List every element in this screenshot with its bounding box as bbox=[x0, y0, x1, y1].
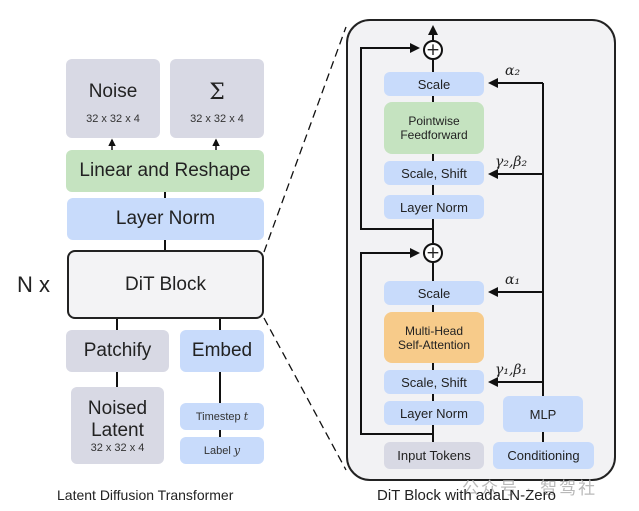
noised-latent-line2: Latent bbox=[91, 419, 144, 441]
repeat-n-label: N x bbox=[17, 272, 50, 297]
attention-line1: Multi-Head bbox=[404, 323, 464, 338]
timestep-var: t bbox=[243, 410, 249, 423]
residual-add-icon-1: + bbox=[423, 243, 443, 263]
gamma1-beta1-label: γ₁,β₁ bbox=[495, 362, 528, 378]
scale-2-box: Scale bbox=[384, 72, 484, 96]
noised-latent-box: Noised Latent 32 x 32 x 4 bbox=[71, 387, 164, 464]
timestep-box: Timestep t bbox=[180, 403, 264, 430]
noise-output-title: Noise bbox=[88, 80, 138, 102]
label-var: y bbox=[233, 444, 241, 457]
patchify-label: Patchify bbox=[83, 340, 152, 361]
watermark-text: 公众号 · 智驾社 bbox=[462, 479, 598, 498]
scale-shift-1-label: Scale, Shift bbox=[401, 374, 467, 390]
scale-shift-2-box: Scale, Shift bbox=[384, 161, 484, 185]
feedforward-line2: Feedforward bbox=[400, 128, 468, 142]
left-caption: Latent Diffusion Transformer bbox=[57, 487, 234, 503]
patchify-box: Patchify bbox=[66, 330, 169, 372]
scale-2-label: Scale bbox=[417, 76, 451, 92]
noise-output-shape: 32 x 32 x 4 bbox=[86, 112, 140, 125]
timestep-label: Timestep t bbox=[196, 410, 248, 423]
timestep-text: Timestep bbox=[195, 411, 244, 423]
residual-add-icon-2: + bbox=[423, 40, 443, 60]
scale-1-label: Scale bbox=[417, 285, 451, 301]
zoom-line-top bbox=[263, 26, 347, 253]
linear-reshape-label: Linear and Reshape bbox=[79, 160, 251, 181]
alpha1-label: α₁ bbox=[505, 272, 521, 288]
scale-shift-1-box: Scale, Shift bbox=[384, 370, 484, 394]
layer-norm-2-label: Layer Norm bbox=[400, 199, 468, 215]
noised-latent-shape: 32 x 32 x 4 bbox=[90, 441, 145, 454]
residual-1 bbox=[360, 248, 433, 435]
linear-reshape-box: Linear and Reshape bbox=[66, 150, 264, 192]
right-caption: DiT Block with adaLN-Zero bbox=[377, 487, 556, 504]
gamma2-beta2-label: γ₂,β₂ bbox=[495, 154, 528, 170]
attention-box: Multi-Head Self-Attention bbox=[384, 312, 484, 363]
label-text: Label bbox=[203, 445, 234, 457]
layer-norm-1-label: Layer Norm bbox=[400, 405, 468, 421]
scale-shift-2-label: Scale, Shift bbox=[401, 165, 467, 181]
mlp-box: MLP bbox=[503, 396, 583, 432]
layer-norm-1-box: Layer Norm bbox=[384, 401, 484, 425]
layer-norm-2-box: Layer Norm bbox=[384, 195, 484, 219]
feedforward-line1: Pointwise bbox=[408, 114, 460, 128]
noise-output-box: Noise 32 x 32 x 4 bbox=[66, 59, 160, 138]
sigma-output-box: Σ 32 x 32 x 4 bbox=[170, 59, 264, 138]
zoom-line-bottom bbox=[263, 317, 347, 471]
noised-latent-line1: Noised bbox=[87, 397, 148, 419]
embed-box: Embed bbox=[180, 330, 264, 372]
feedforward-box: Pointwise Feedforward bbox=[384, 102, 484, 154]
input-tokens-label: Input Tokens bbox=[397, 448, 471, 463]
sigma-output-title: Σ bbox=[209, 80, 225, 105]
label-label: Label y bbox=[204, 444, 240, 457]
residual-2 bbox=[360, 43, 433, 230]
scale-1-box: Scale bbox=[384, 281, 484, 305]
layer-norm-label: Layer Norm bbox=[115, 208, 216, 229]
dit-block-label: DiT Block bbox=[125, 273, 206, 295]
sigma-output-shape: 32 x 32 x 4 bbox=[190, 113, 244, 125]
embed-label: Embed bbox=[191, 340, 253, 361]
mlp-label: MLP bbox=[529, 406, 557, 422]
attention-line2: Self-Attention bbox=[397, 337, 471, 352]
conditioning-label: Conditioning bbox=[507, 448, 580, 463]
alpha2-label: α₂ bbox=[505, 63, 521, 79]
dit-block-box: DiT Block bbox=[67, 250, 264, 319]
input-tokens-box: Input Tokens bbox=[384, 442, 484, 469]
label-box: Label y bbox=[180, 437, 264, 464]
conditioning-box: Conditioning bbox=[493, 442, 594, 469]
layer-norm-box: Layer Norm bbox=[67, 198, 264, 240]
